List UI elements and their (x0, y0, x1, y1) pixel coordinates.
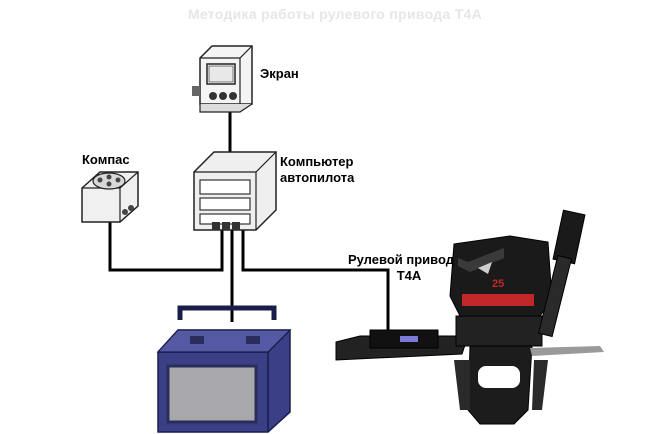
battery (156, 305, 292, 433)
autopilot-computer (193, 151, 277, 231)
wire-drive-computer (241, 228, 390, 334)
compass-device (81, 171, 139, 223)
label-computer-line2: автопилота (280, 170, 355, 185)
diagram-title: Методика работы рулевого привода T4A (187, 6, 483, 22)
screen-device (192, 45, 253, 113)
outboard-engine (449, 209, 604, 425)
label-screen: Экран (260, 66, 299, 82)
label-compass-text: Компас (82, 152, 130, 167)
label-drive: Рулевой привод T4A (336, 252, 454, 284)
label-drive-line1: Рулевой привод (347, 252, 454, 267)
steering-drive (335, 329, 469, 361)
label-drive-line2: T4A (396, 268, 422, 283)
label-screen-text: Экран (260, 66, 299, 81)
label-computer-line1: Компьютер (280, 154, 354, 169)
label-computer: Компьютер автопилота (280, 154, 354, 186)
label-compass: Компас (82, 152, 130, 168)
engine-badge: 25 (492, 278, 505, 290)
wire-compass-computer (108, 212, 224, 272)
